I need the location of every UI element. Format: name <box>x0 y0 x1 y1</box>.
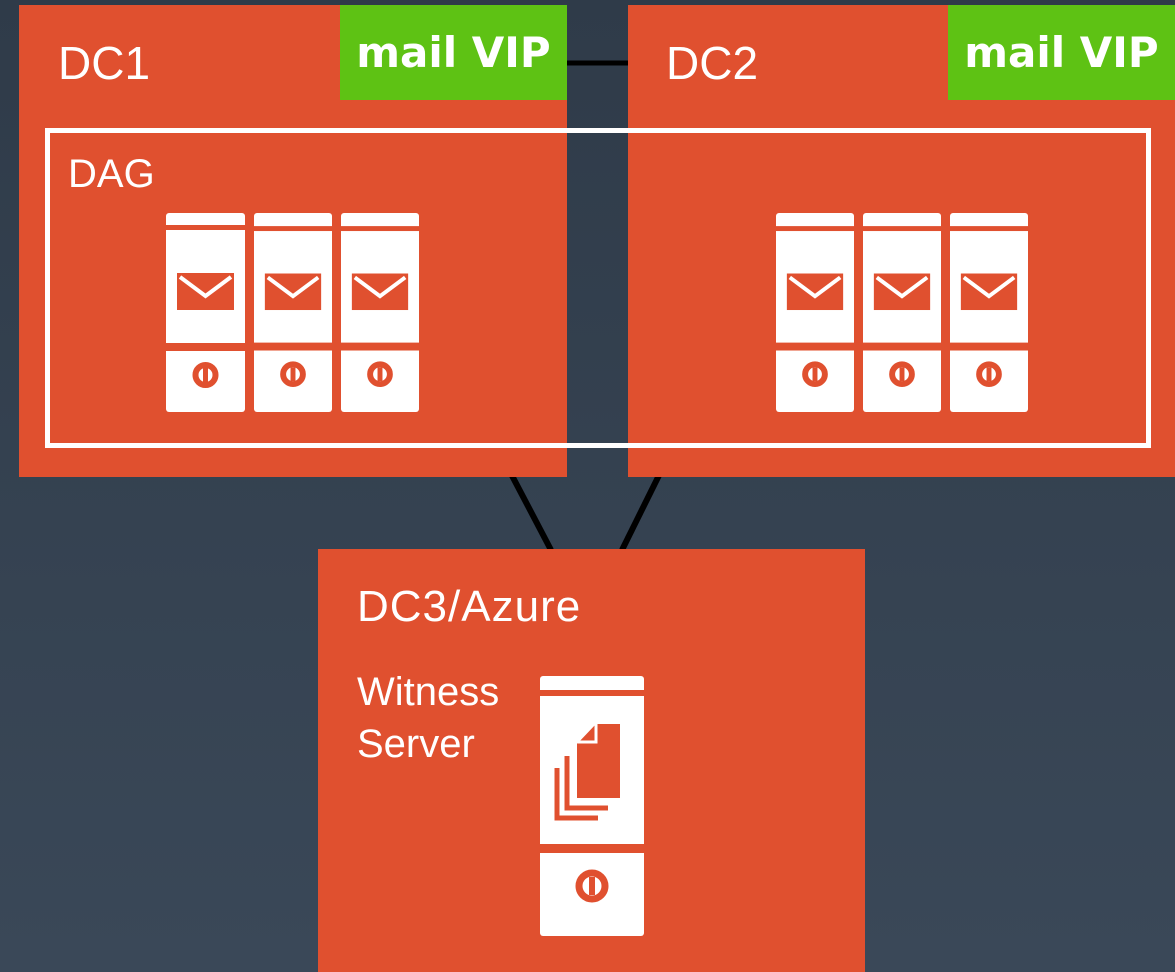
mail-server-icon <box>341 213 419 412</box>
mail-server-icon <box>776 213 854 412</box>
witness-label-line2: Server <box>357 722 475 766</box>
witness-label-line1: Witness <box>357 670 500 714</box>
dc3-label: DC3/Azure <box>357 582 582 631</box>
file-share-witness-icon <box>540 676 644 936</box>
dc1-mail-vip: mail VIP <box>340 5 567 100</box>
dc2-label: DC2 <box>666 37 759 89</box>
mail-server-icon <box>863 213 941 412</box>
dag-frame <box>45 128 1151 448</box>
dc1-label: DC1 <box>58 37 151 89</box>
dag-label: DAG <box>68 152 155 196</box>
mail-server-icon <box>950 213 1028 412</box>
dc2-mail-vip: mail VIP <box>948 5 1175 100</box>
witness-server-label: Witness Server <box>357 666 499 770</box>
mail-server-icon <box>254 213 332 412</box>
mail-server-icon <box>166 213 245 412</box>
